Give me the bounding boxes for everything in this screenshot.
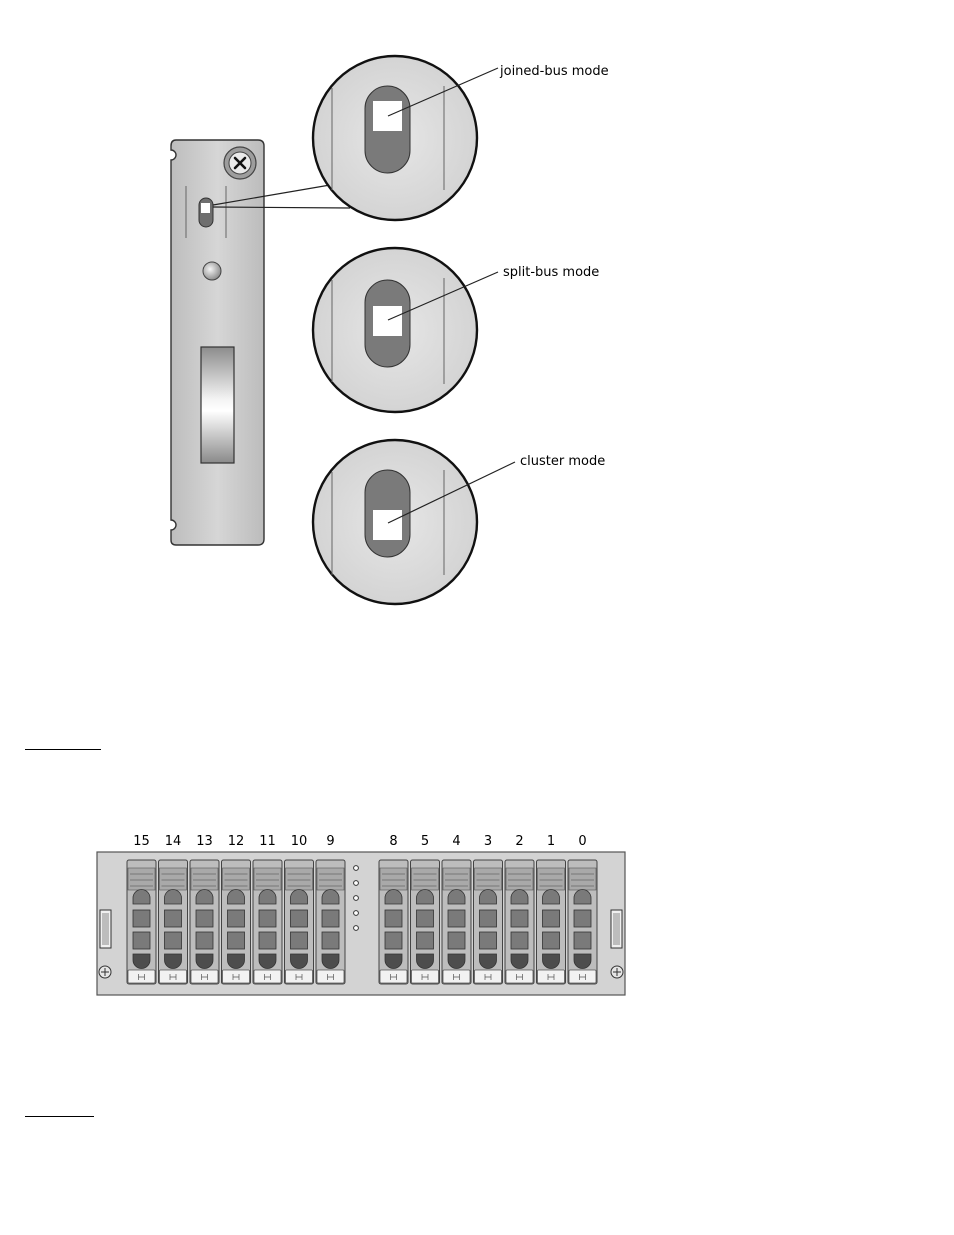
- bay-number: 10: [291, 834, 308, 849]
- bay-number: 13: [196, 834, 213, 849]
- bay-number: 12: [228, 834, 245, 849]
- left-screw-icon: [98, 965, 112, 979]
- label-cluster-mode: cluster mode: [520, 454, 605, 469]
- side-panel: [170, 139, 265, 546]
- panel-handle: [200, 346, 235, 464]
- bay-number: 4: [452, 834, 460, 849]
- bay-number: 8: [389, 834, 397, 849]
- section-rule-1: [25, 749, 101, 750]
- center-indicator-leds: [353, 865, 359, 931]
- mode-switch-diagram: joined-bus mode split-bus mode cluster m…: [170, 54, 609, 606]
- label-joined-bus-mode: joined-bus mode: [499, 64, 609, 79]
- drive-carrier[interactable]: [158, 859, 188, 985]
- drive-carriers: [126, 859, 598, 985]
- section-rule-2: [25, 1116, 94, 1117]
- bay-number: 9: [326, 834, 334, 849]
- bay-number: 14: [165, 834, 182, 849]
- bay-number: 1: [547, 834, 555, 849]
- thumb-screw-icon: [223, 146, 257, 180]
- bay-number: 0: [578, 834, 586, 849]
- drive-carrier[interactable]: [536, 859, 566, 985]
- magnifier-cluster: [311, 438, 479, 606]
- drive-carrier[interactable]: [473, 859, 503, 985]
- drive-carrier[interactable]: [567, 859, 598, 985]
- magnifier-split-bus: [311, 246, 479, 414]
- drive-carrier[interactable]: [126, 859, 157, 985]
- drive-carrier[interactable]: [252, 859, 283, 985]
- bay-number: 5: [421, 834, 429, 849]
- drive-carrier[interactable]: [410, 859, 440, 985]
- bay-number: 2: [515, 834, 523, 849]
- drive-carrier[interactable]: [504, 859, 535, 985]
- drive-carrier[interactable]: [441, 859, 472, 985]
- bay-number: 3: [484, 834, 492, 849]
- bay-number: 15: [133, 834, 150, 849]
- magnifier-joined-bus: [311, 54, 479, 222]
- drive-carrier[interactable]: [221, 859, 251, 985]
- indicator-light: [202, 261, 222, 281]
- drive-carrier[interactable]: [284, 859, 314, 985]
- drive-carrier[interactable]: [189, 859, 220, 985]
- label-split-bus-mode: split-bus mode: [503, 265, 599, 280]
- right-handle: [610, 909, 623, 949]
- right-screw-icon: [610, 965, 624, 979]
- left-handle: [99, 909, 112, 949]
- mode-switch: [198, 197, 214, 228]
- drive-carrier[interactable]: [315, 859, 346, 985]
- drive-carrier[interactable]: [378, 859, 409, 985]
- bay-number: 11: [259, 834, 276, 849]
